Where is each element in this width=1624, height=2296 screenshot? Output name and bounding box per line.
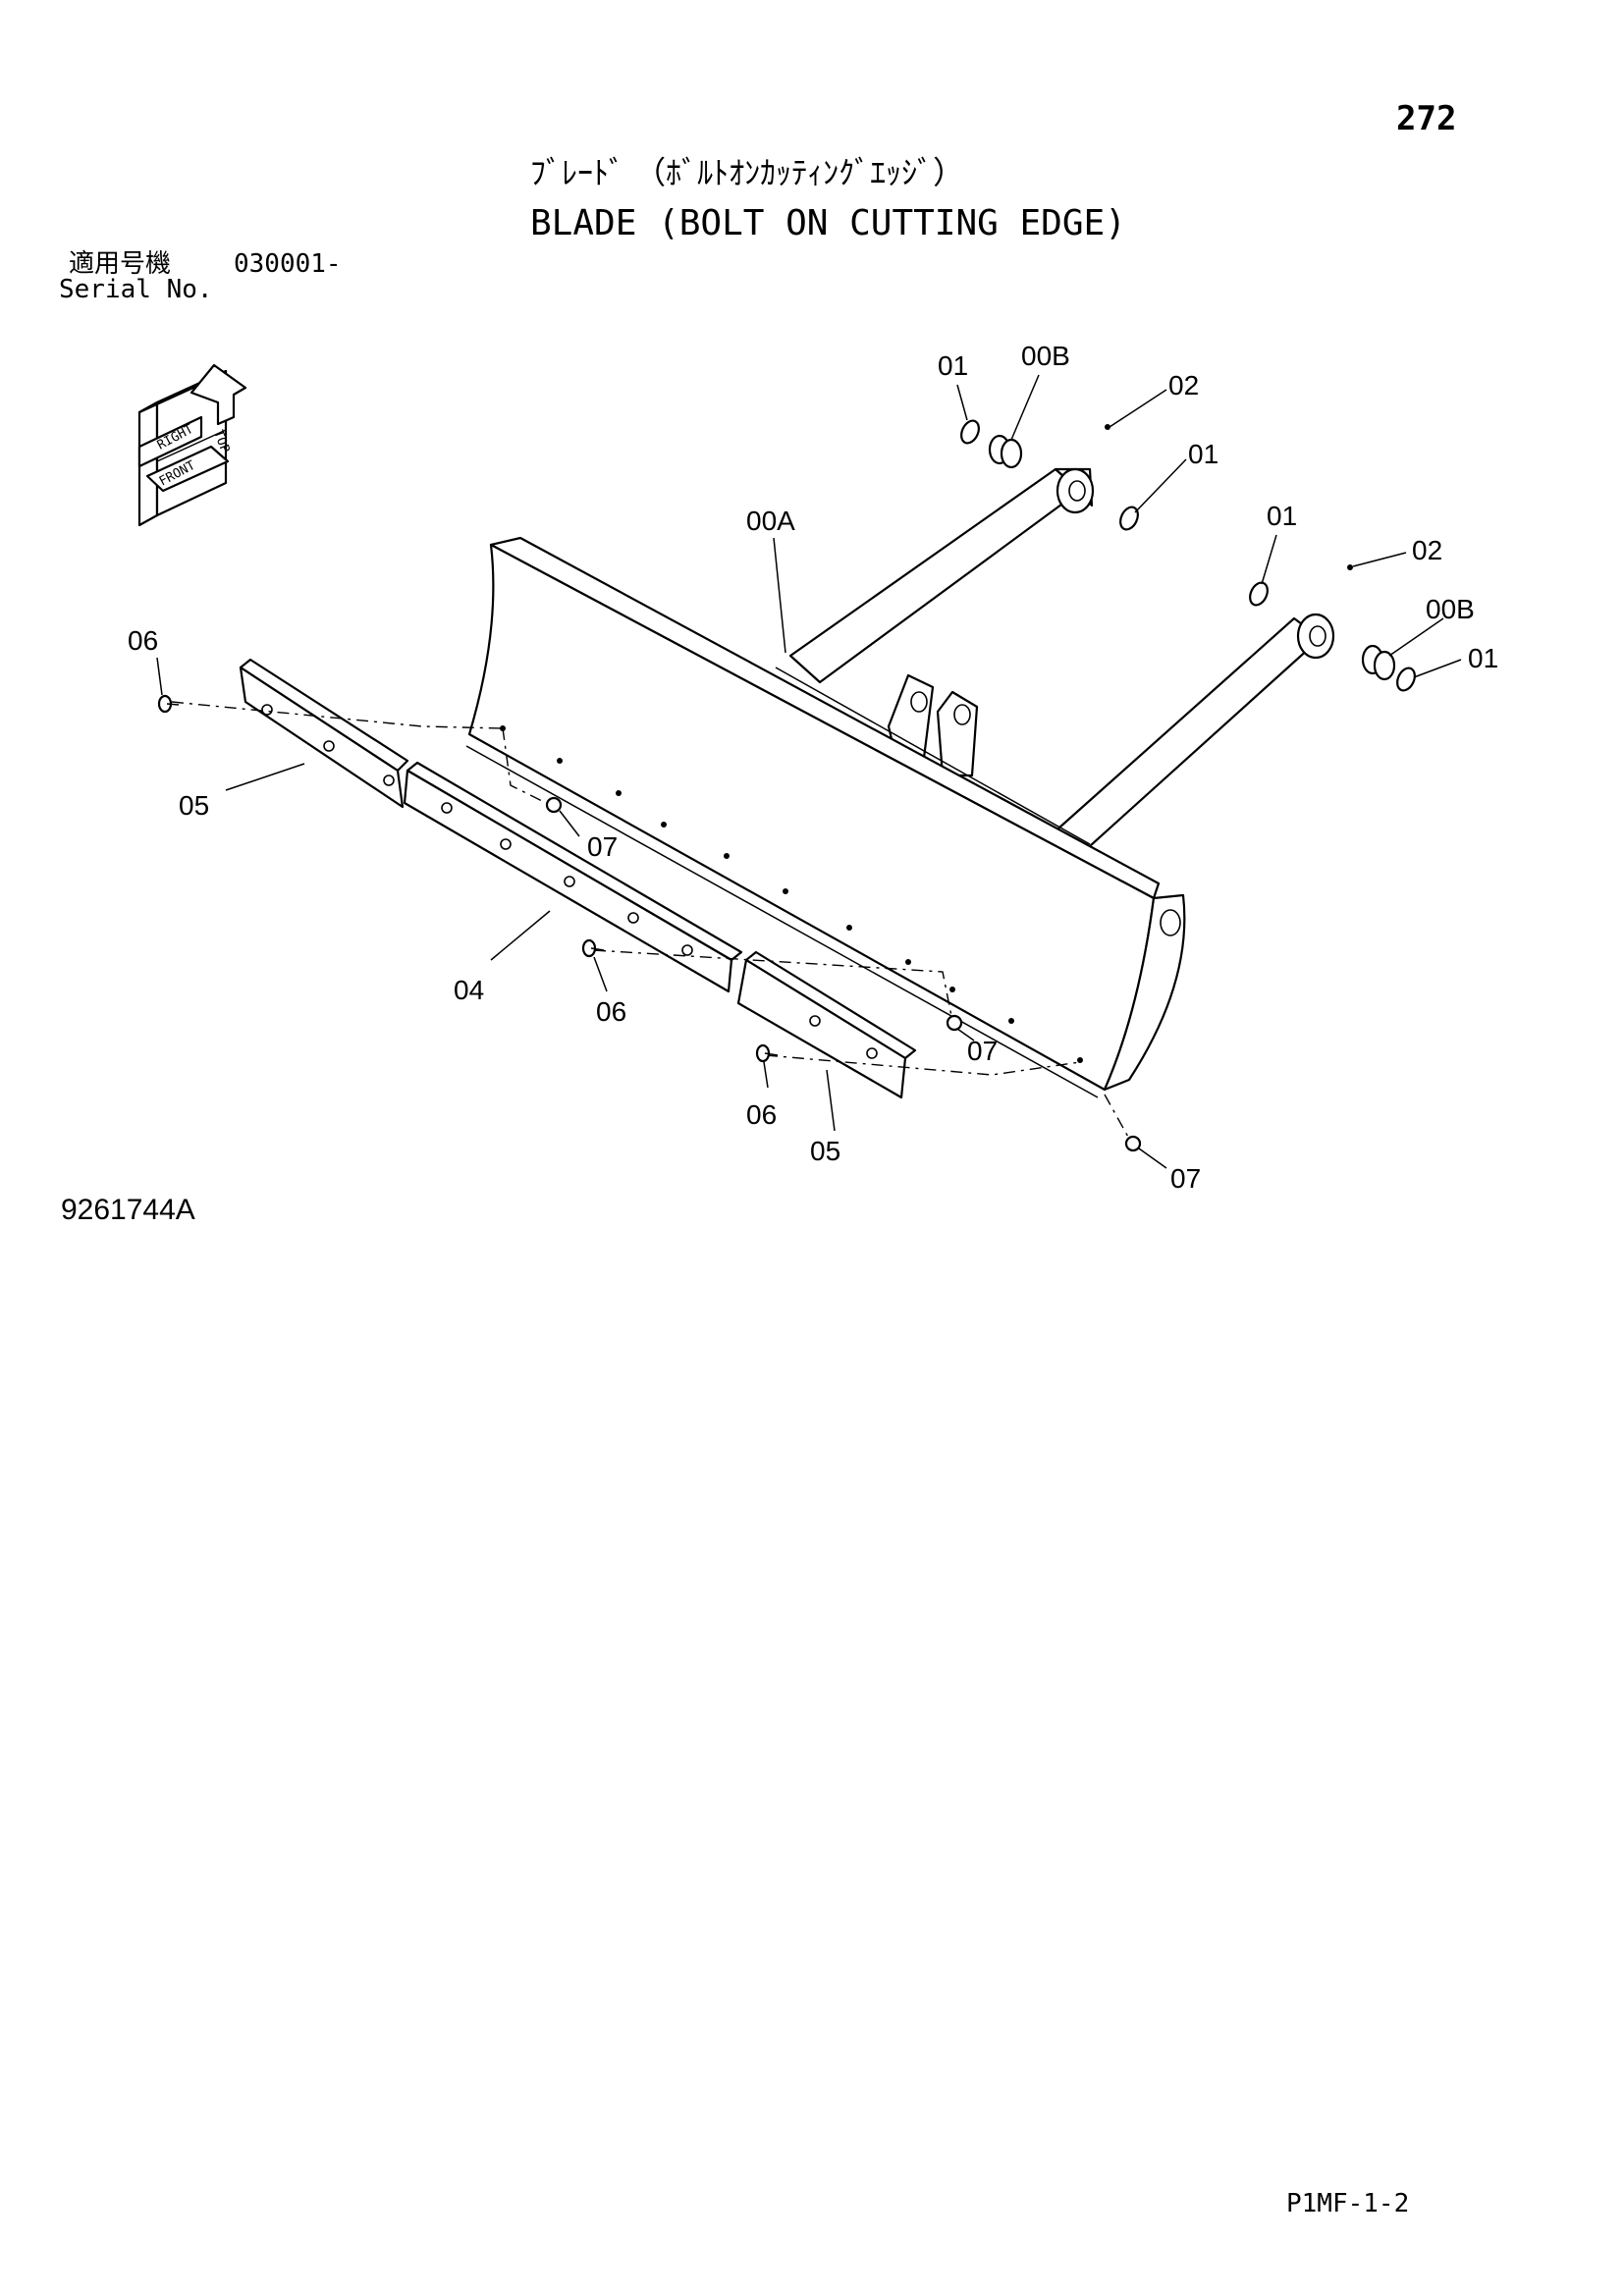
callout-04: 04 [454, 975, 484, 1005]
callout-01-right: 01 [1468, 643, 1498, 673]
leader-lines [156, 374, 1462, 1169]
callout-07-right: 07 [1170, 1163, 1201, 1194]
bolt-06-left-icon [157, 694, 180, 714]
bushing-00b-top-icon [988, 434, 1023, 469]
callout-01-top-right: 01 [1188, 439, 1218, 469]
cutting-edge-center [403, 761, 743, 993]
callout-01-top-left: 01 [938, 350, 968, 381]
serial-label-japanese: 適用号機 [69, 249, 172, 279]
ring-01-mid-icon [1249, 581, 1269, 607]
ring-01-top-right-icon [1119, 506, 1139, 531]
callout-07-left: 07 [587, 831, 618, 862]
callout-02-mid: 02 [1412, 535, 1442, 565]
callout-00a: 00A [746, 506, 795, 536]
nut-07-center-icon [946, 1014, 963, 1032]
callout-01-mid: 01 [1267, 501, 1297, 531]
footer-page-code: P1MF-1-2 [1286, 2189, 1410, 2218]
ring-01-right-icon [1396, 667, 1416, 692]
bolt-06-center-icon [581, 938, 605, 958]
grease-fitting-02-top-icon [1105, 424, 1110, 430]
callout-06-right: 06 [746, 1099, 777, 1130]
callout-00b-top: 00B [1021, 341, 1070, 371]
grease-fitting-02-mid-icon [1347, 564, 1353, 570]
bushing-00b-right-icon [1361, 644, 1396, 681]
serial-label-english: Serial No. [59, 275, 213, 304]
title-japanese: ﾌﾞﾚｰﾄﾞ （ﾎﾞﾙﾄｵﾝｶｯﾃｨﾝｸﾞｴｯｼﾞ） [530, 154, 965, 191]
nut-07-right-icon [1124, 1135, 1142, 1152]
callout-05-right: 05 [810, 1136, 840, 1166]
blade-body [465, 536, 1186, 1098]
orientation-cube-icon: TOP RIGHT FRONT [137, 363, 247, 527]
serial-number: 030001- [234, 249, 342, 279]
callout-05-left: 05 [179, 790, 209, 821]
nut-07-left-icon [545, 796, 563, 814]
callout-06-center: 06 [596, 996, 626, 1027]
ring-01-top-left-icon [960, 419, 980, 445]
cutting-edge-left [239, 658, 409, 809]
bolt-06-right-icon [755, 1043, 779, 1063]
callout-06-left: 06 [128, 625, 158, 656]
callout-00b-right: 00B [1426, 594, 1475, 624]
assembly-lines [171, 701, 1130, 1140]
callout-07-center: 07 [967, 1036, 998, 1066]
drawing-reference-code: 9261744A [61, 1194, 195, 1226]
page-number: 272 [1396, 99, 1457, 138]
title-english: BLADE (BOLT ON CUTTING EDGE) [530, 203, 1126, 243]
callout-02-top: 02 [1168, 370, 1199, 400]
